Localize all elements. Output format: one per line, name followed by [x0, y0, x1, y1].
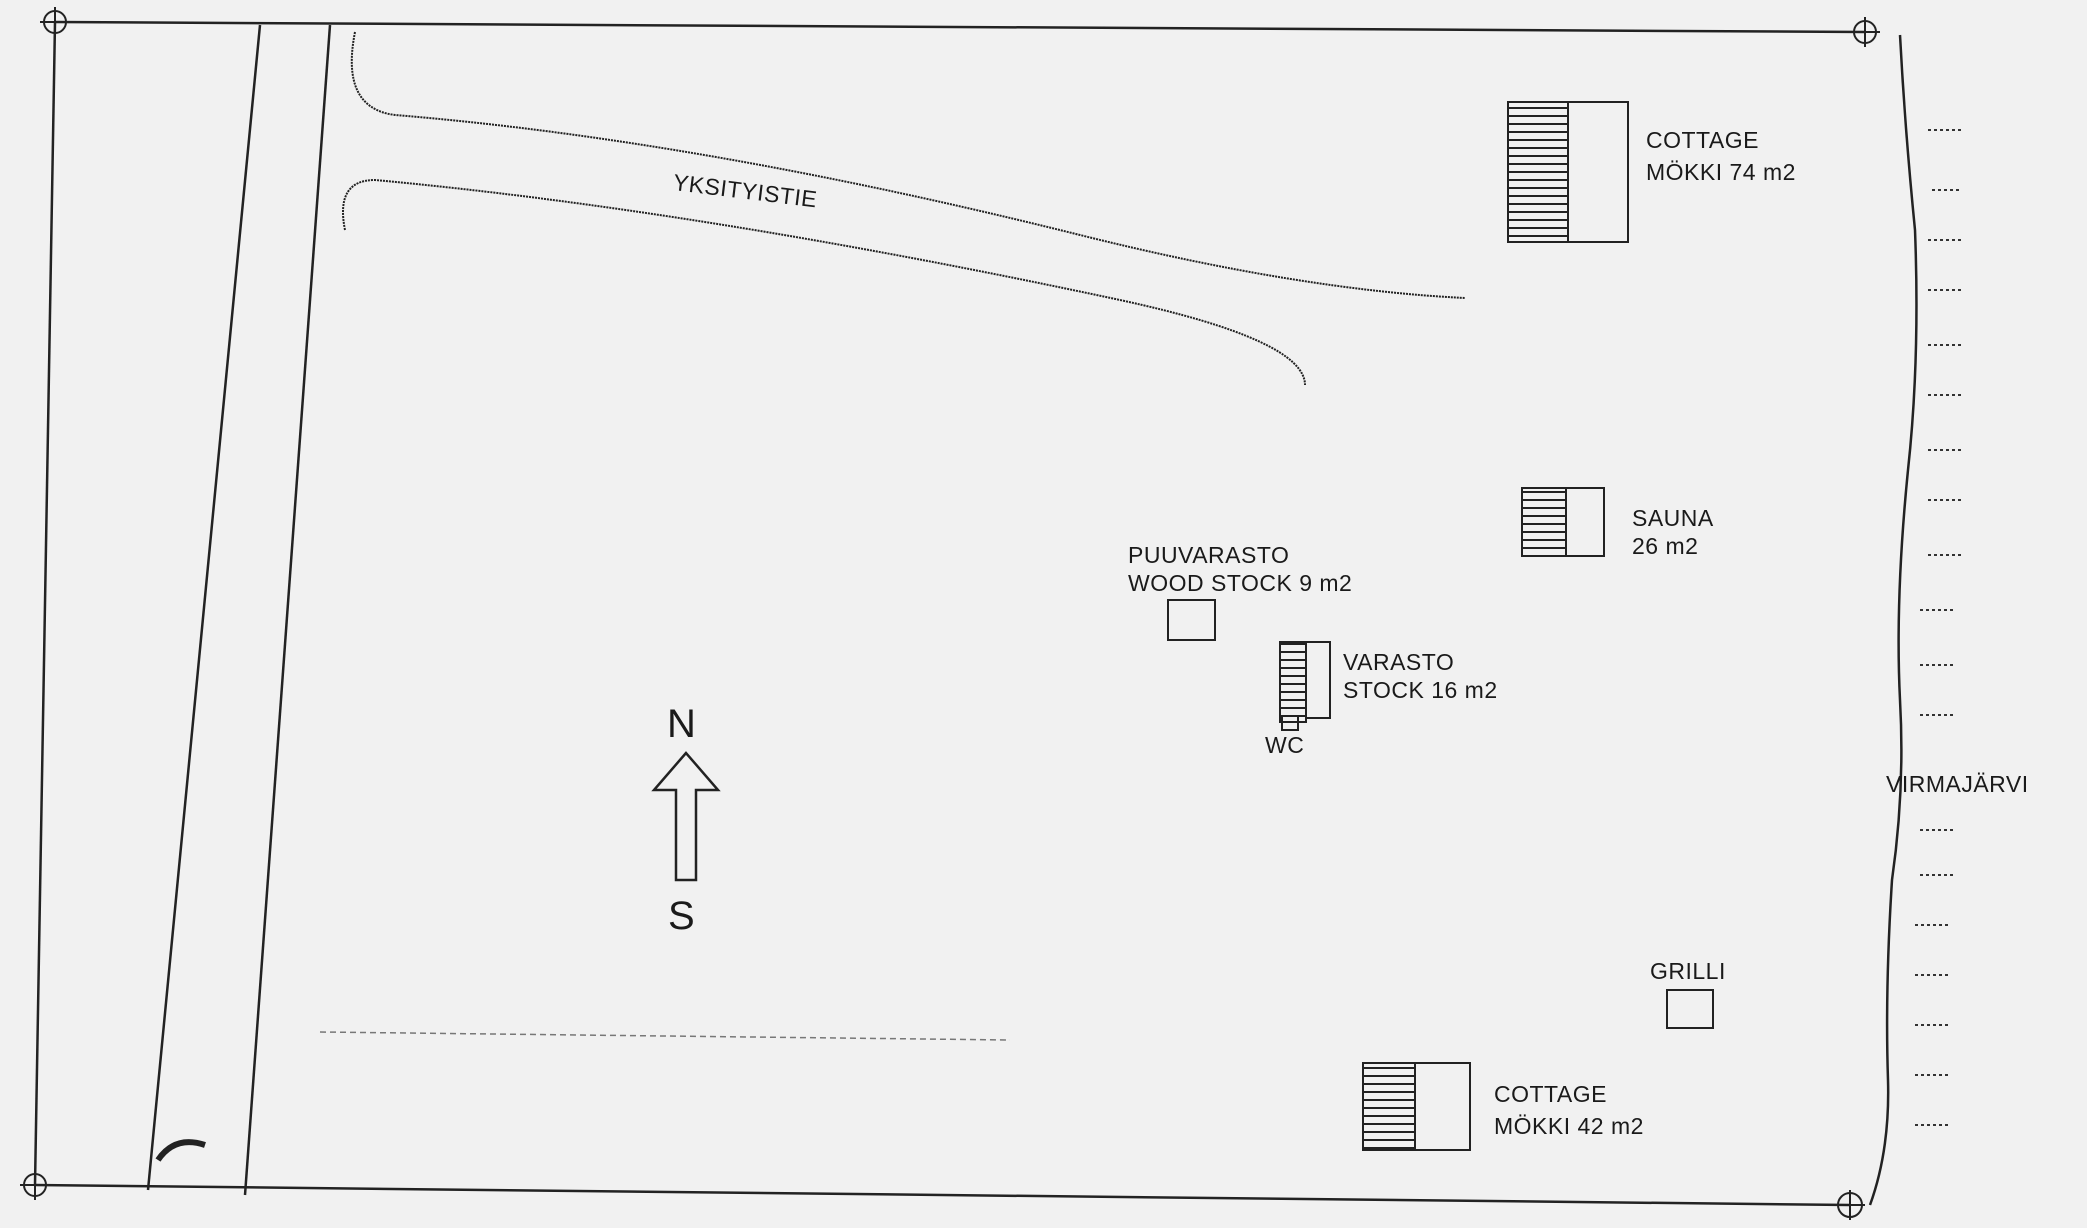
corner-marker-icon: [20, 1170, 50, 1200]
lake-shoreline: [1868, 34, 1918, 1206]
wood-stock-label-2: WOOD STOCK 9 m2: [1128, 570, 1353, 596]
compass-north-label: N: [667, 702, 697, 746]
building-sauna: [1521, 487, 1605, 557]
corner-markers: [20, 7, 1880, 1220]
driveway-mark-icon: [155, 1139, 206, 1162]
stock-label-1: VARASTO: [1343, 649, 1455, 675]
water-hatching: [1915, 129, 1962, 1126]
cottage-south-label-2: MÖKKI 42 m2: [1494, 1113, 1644, 1139]
wood-stock-label-1: PUUVARASTO: [1128, 542, 1290, 568]
cottage-south-label-1: COTTAGE: [1494, 1081, 1607, 1107]
corner-marker-icon: [1835, 1190, 1865, 1220]
grill-label: GRILLI: [1650, 958, 1726, 984]
dashed-line: [319, 1031, 1011, 1041]
main-road: [146, 24, 332, 1196]
building-cottage-south: [1362, 1062, 1471, 1151]
north-arrow-icon: [651, 751, 721, 882]
corner-marker-icon: [40, 7, 70, 37]
corner-marker-icon: [1850, 17, 1880, 47]
building-wood-stock: [1167, 599, 1216, 641]
sauna-label-2: 26 m2: [1632, 533, 1699, 559]
wc-label: WC: [1265, 732, 1305, 758]
sauna-label-1: SAUNA: [1632, 505, 1714, 531]
stock-label-2: STOCK 16 m2: [1343, 677, 1498, 703]
lake-label: VIRMAJÄRVI: [1886, 771, 2029, 797]
building-cottage-north: [1507, 101, 1629, 243]
cottage-north-label-2: MÖKKI 74 m2: [1646, 159, 1796, 185]
property-boundary: [33, 20, 1866, 1207]
compass-south-label: S: [668, 894, 696, 938]
building-grill: [1666, 989, 1714, 1029]
building-stock: [1279, 641, 1331, 731]
private-road: [342, 31, 1466, 386]
cottage-north-label-1: COTTAGE: [1646, 127, 1759, 153]
